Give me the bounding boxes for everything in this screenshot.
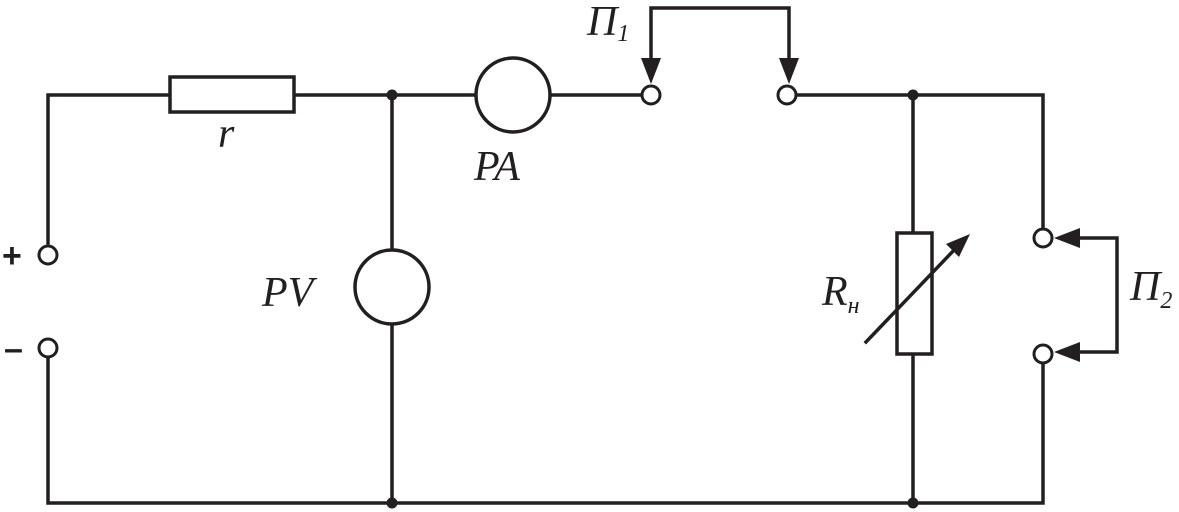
- switch-p1-contact-left: [640, 84, 662, 106]
- wire-left-bottom: [46, 356, 1045, 505]
- load-variable-arrow-head: [946, 234, 970, 257]
- voltmeter-symbol: [353, 248, 431, 326]
- switch-p2-arrow-top: [1054, 228, 1080, 248]
- ammeter-symbol: [474, 56, 552, 134]
- switch-p2-bridge: [1074, 236, 1119, 354]
- switch-p1-label: П1: [586, 0, 629, 47]
- switch-p2-contact-bottom: [1032, 343, 1054, 365]
- switch-p2-contact-top: [1032, 227, 1054, 249]
- resistor-r-label: r: [218, 111, 235, 157]
- junction-dot: [907, 497, 919, 509]
- junction-dot: [907, 89, 919, 101]
- terminal-plus: [37, 244, 59, 266]
- junction-dot: [386, 89, 398, 101]
- switch-p2-arrow-bottom: [1054, 342, 1080, 362]
- terminal-minus: [37, 337, 59, 359]
- switch-p1-arrow-left: [641, 58, 661, 84]
- resistor-r: [168, 75, 296, 114]
- wires: [46, 93, 1045, 505]
- voltmeter-label: PV: [261, 270, 318, 316]
- wire-switch1-to-right: [794, 93, 1045, 231]
- switch-p2-label: П2: [1129, 264, 1172, 314]
- minus-sign: –: [4, 330, 23, 368]
- junction-dot: [386, 497, 398, 509]
- plus-sign: +: [2, 237, 22, 275]
- wire-left-top: [46, 93, 172, 245]
- switch-p1-arrow-right: [779, 58, 799, 84]
- switch-p1-contact-right: [776, 84, 798, 106]
- ammeter-label: PA: [473, 144, 520, 190]
- switch-p1-bridge: [649, 6, 791, 64]
- switch-p2: [1032, 227, 1119, 365]
- switch-p1: [640, 6, 799, 106]
- load-variable-arrow-line: [863, 245, 959, 345]
- load-resistor-label: Rн: [821, 269, 860, 319]
